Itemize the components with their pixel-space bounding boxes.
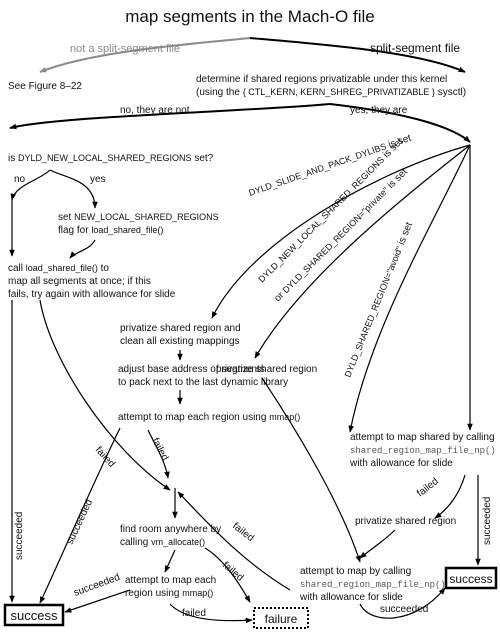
label-failed-call: failed [93,445,117,470]
edge-find-to-attempt [164,549,176,573]
see-figure-ref: See Figure 8–22 [8,81,82,92]
call-load-line1: call load_shared_file() to [8,263,109,274]
edge-call-succeeded-right [359,587,446,619]
edge-mmap-succeeded [39,427,121,604]
attempt-shared-func: shared_region_map_file_np() [350,446,496,456]
success-box-right [444,566,498,590]
call-load-line3: fails, try again with allowance for slid… [8,289,176,300]
privatize-mid: privatize shared region [216,364,317,375]
edge-each-succeeded [64,589,131,613]
adjust-base-line2: to pack next to the last dynamic library [118,377,288,388]
edge-shared-failed [434,474,466,519]
edge-privatizable [329,103,471,143]
label-succeeded-call: succeeded [14,512,25,560]
label-failed-mmap: failed [149,436,170,462]
attempt-shared-line1: attempt to map shared by calling [350,432,495,443]
edge-not-split [39,37,251,73]
label-failed-back: failed [230,521,256,544]
success-box-left [3,603,65,627]
privatize-clean-line2: clean all existing mappings [120,336,240,347]
attempt-call-line1: attempt to map by calling [300,566,411,577]
edge-new-local [254,144,471,359]
failure-label: failure [265,612,298,626]
label-env-yes: yes [90,174,106,185]
edge-mmap-failed [147,429,170,479]
attempt-each-line2: region using mmap() [125,588,213,599]
attempt-shared-line3: with allowance for slide [349,458,453,469]
edge-privatize-mid-to-call [261,377,361,563]
success-label-right: success [449,572,492,586]
edge-avoid [348,144,471,433]
attempt-call-func: shared_region_map_file_np() [300,580,446,590]
edge-find-failed [204,547,251,603]
edge-each-failed [169,603,253,624]
adjust-base-line1: adjust base address of segments [118,364,265,375]
diagram-title: map segments in the Mach-O file [125,7,374,26]
label-split-segment: split-segment file [370,41,460,55]
edge-call-failed [39,299,171,491]
label-no-not: no, they are not [120,105,190,116]
edge-split [249,37,466,73]
label-succeeded-mmap: succeeded [65,498,95,546]
privatize-clean-line1: privatize shared region and [120,323,241,334]
label-failed-find: failed [220,560,245,584]
determine-sysctl: (using the { CTL_KERN, KERN_SHREG_PRIVAT… [196,87,466,98]
edge-privatize-right-to-call [359,529,396,559]
find-room-line1: find room anywhere by [120,524,221,535]
determine-privatizable: determine if shared regions privatizable… [196,74,447,85]
label-new-local: DYLD_NEW_LOCAL_SHARED_REGIONS is set [256,136,405,285]
label-failed-each: failed [182,608,206,619]
edge-flag-to-call [69,239,96,259]
edge-slide-pack [211,144,471,319]
edge-env-yes [49,169,98,209]
edge-not-privatizable [9,103,331,130]
label-avoid: DYLD_SHARED_REGION="avoid" is set [343,221,416,380]
find-room-line2: calling vm_allocate() [120,537,205,548]
label-succeeded-shared: succeeded [482,497,493,545]
failure-box [253,607,309,629]
label-failed-shared: failed [415,476,441,499]
label-env-no: no [14,174,26,185]
edge-call-failed-back [177,491,291,591]
attempt-each-line1: attempt to map each [125,575,216,586]
success-label-left: success [11,608,58,623]
label-succeeded-right: succeeded [380,604,428,615]
attempt-mmap: attempt to map each region using mmap() [118,412,300,423]
set-flag-line1: set NEW_LOCAL_SHARED_REGIONS [58,212,219,223]
set-flag-line2: flag for load_shared_file() [58,225,163,236]
call-load-line2: map all segments at once; if this [8,276,151,287]
attempt-call-line3: with allowance for slide [299,592,403,603]
edge-env-no [10,169,51,201]
label-not-split-segment: not a split-segment file [70,43,180,55]
privatize-right: privatize shared region [355,516,456,527]
label-yes-are: yes, they are [350,105,408,116]
env-check-question: is DYLD_NEW_LOCAL_SHARED_REGIONS set? [8,153,214,164]
